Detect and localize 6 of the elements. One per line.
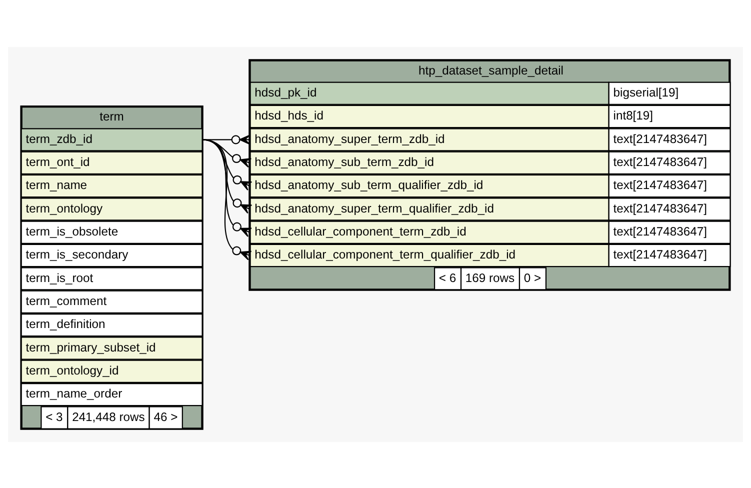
connector xyxy=(202,134,250,144)
connector xyxy=(202,138,252,214)
connector xyxy=(202,138,252,260)
connector xyxy=(202,138,252,236)
connector xyxy=(202,138,252,190)
connector xyxy=(202,138,252,168)
